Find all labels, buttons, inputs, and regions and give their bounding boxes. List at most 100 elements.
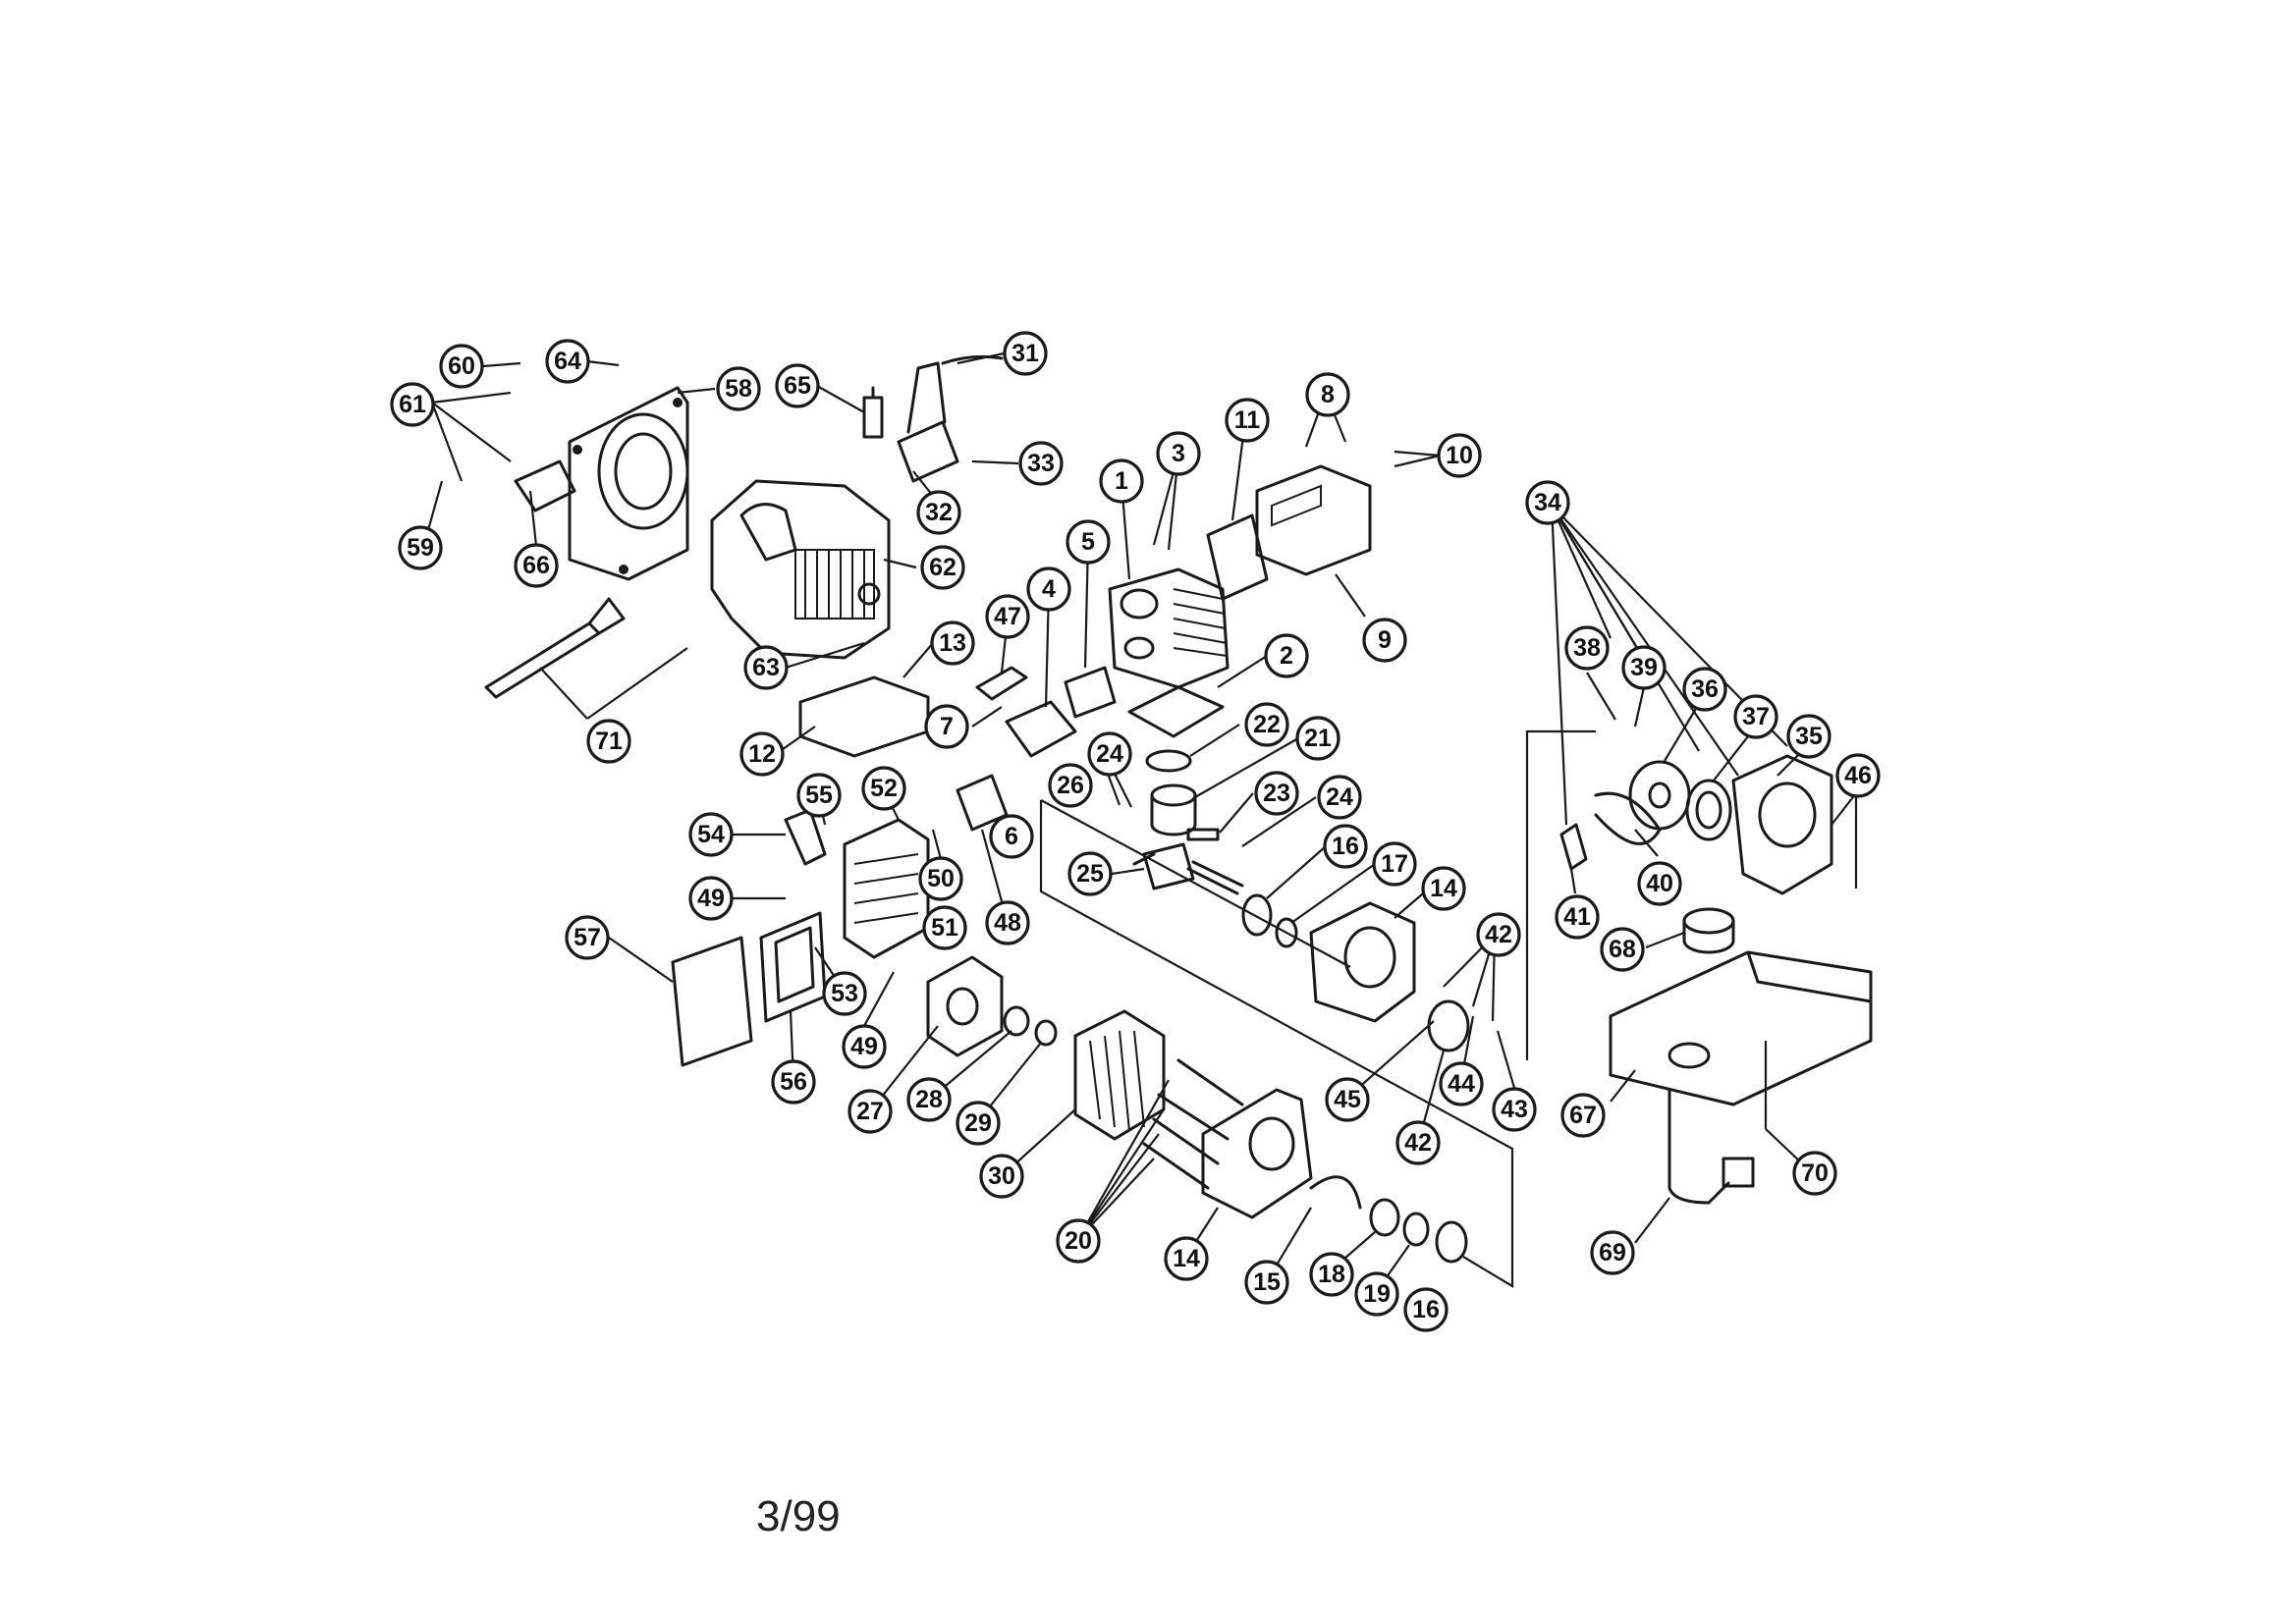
callout-27: 27 — [847, 1089, 893, 1134]
svg-text:21: 21 — [1304, 725, 1332, 752]
svg-text:47: 47 — [994, 603, 1021, 630]
svg-text:48: 48 — [994, 909, 1021, 937]
svg-text:8: 8 — [1321, 381, 1335, 408]
callout-3: 3 — [1156, 431, 1201, 476]
piston-ring-part — [1145, 749, 1192, 773]
svg-text:14: 14 — [1173, 1245, 1200, 1272]
intake-gasket-part — [1064, 666, 1117, 719]
svg-text:45: 45 — [1334, 1086, 1361, 1113]
callout-58: 58 — [716, 366, 761, 411]
callout-64: 64 — [545, 339, 590, 384]
callout-7: 7 — [924, 704, 969, 749]
svg-text:28: 28 — [915, 1086, 943, 1113]
callout-51: 51 — [922, 905, 967, 950]
svg-text:69: 69 — [1599, 1239, 1626, 1267]
svg-text:50: 50 — [927, 865, 955, 892]
callout-bubbles: 1 2 3 4 5 6 7 8 9 10 11 12 13 14 14 15 1… — [390, 331, 1881, 1332]
callout-28: 28 — [906, 1077, 952, 1122]
callout-16a: 16 — [1323, 824, 1368, 869]
svg-text:27: 27 — [856, 1098, 884, 1125]
svg-text:46: 46 — [1844, 762, 1872, 789]
svg-text:66: 66 — [522, 552, 550, 579]
svg-text:55: 55 — [805, 782, 833, 809]
svg-text:13: 13 — [939, 629, 966, 657]
svg-text:6: 6 — [1005, 823, 1018, 850]
callout-14b: 14 — [1164, 1236, 1209, 1281]
flywheel-part — [1073, 1009, 1166, 1141]
callout-10: 10 — [1437, 433, 1482, 478]
rear-bearing-2-part — [1435, 1220, 1468, 1264]
svg-text:52: 52 — [870, 775, 898, 802]
starter-grip-part — [1559, 823, 1588, 871]
air-baffle-part — [798, 675, 930, 758]
callout-20: 20 — [1056, 1218, 1101, 1264]
starter-cover-part — [1731, 754, 1833, 895]
svg-text:24: 24 — [1096, 740, 1123, 768]
callout-13: 13 — [930, 620, 975, 666]
callout-53: 53 — [822, 971, 867, 1016]
svg-text:42: 42 — [1485, 921, 1512, 948]
callout-37: 37 — [1733, 694, 1778, 739]
callout-62: 62 — [920, 545, 965, 590]
svg-text:7: 7 — [940, 713, 954, 740]
svg-text:44: 44 — [1448, 1070, 1475, 1098]
callout-71: 71 — [586, 719, 631, 764]
svg-text:63: 63 — [752, 654, 780, 681]
callout-55: 55 — [796, 773, 842, 818]
callout-57: 57 — [565, 915, 610, 960]
callout-23: 23 — [1254, 771, 1299, 816]
callout-18: 18 — [1309, 1252, 1354, 1297]
callout-49a: 49 — [688, 876, 734, 921]
svg-text:5: 5 — [1081, 528, 1095, 556]
callout-42a: 42 — [1476, 912, 1521, 957]
callout-52: 52 — [861, 766, 906, 811]
starter-pulley-part — [1628, 760, 1691, 831]
svg-text:3: 3 — [1172, 440, 1185, 467]
part-drawings — [484, 354, 1873, 1264]
svg-text:15: 15 — [1253, 1268, 1281, 1296]
callout-24a: 24 — [1087, 731, 1132, 777]
svg-text:71: 71 — [595, 728, 623, 755]
wrench-part — [484, 597, 626, 699]
svg-text:26: 26 — [1057, 772, 1084, 799]
rear-bearing-part — [1369, 1198, 1400, 1237]
air-filter-cover-part — [671, 936, 753, 1067]
svg-text:33: 33 — [1027, 450, 1055, 477]
svg-text:25: 25 — [1076, 860, 1104, 888]
ignition-coil-part — [897, 354, 1004, 483]
fuel-tank-part — [1609, 950, 1873, 1106]
callout-17: 17 — [1372, 841, 1417, 887]
seal-assembly-part — [1427, 999, 1470, 1052]
callout-22: 22 — [1244, 702, 1289, 747]
callout-66: 66 — [514, 543, 559, 588]
clip-part — [1309, 1175, 1362, 1210]
svg-text:37: 37 — [1742, 703, 1770, 730]
washer-part — [1275, 917, 1298, 948]
svg-text:29: 29 — [964, 1109, 992, 1137]
callout-41: 41 — [1555, 894, 1600, 940]
svg-text:62: 62 — [929, 554, 957, 581]
svg-text:9: 9 — [1378, 626, 1392, 654]
svg-text:2: 2 — [1280, 642, 1293, 670]
throttle-bracket-part — [975, 666, 1028, 701]
callout-8: 8 — [1305, 372, 1350, 417]
callout-39: 39 — [1621, 645, 1667, 690]
callout-56: 56 — [771, 1059, 816, 1105]
callout-50: 50 — [918, 856, 963, 901]
exhaust-gasket-part — [1206, 513, 1269, 601]
callout-68: 68 — [1600, 927, 1645, 972]
svg-text:16: 16 — [1412, 1296, 1440, 1323]
svg-text:39: 39 — [1630, 654, 1658, 681]
callout-2: 2 — [1264, 633, 1309, 678]
svg-text:4: 4 — [1042, 575, 1056, 603]
svg-text:12: 12 — [748, 740, 776, 768]
svg-text:24: 24 — [1326, 783, 1353, 811]
callout-42b: 42 — [1395, 1120, 1441, 1165]
callout-48: 48 — [985, 900, 1030, 945]
svg-text:42: 42 — [1404, 1129, 1432, 1157]
callout-59: 59 — [398, 525, 443, 570]
starter-housing-part — [568, 386, 689, 581]
svg-text:58: 58 — [725, 375, 752, 403]
spacer-part — [1034, 1019, 1058, 1047]
